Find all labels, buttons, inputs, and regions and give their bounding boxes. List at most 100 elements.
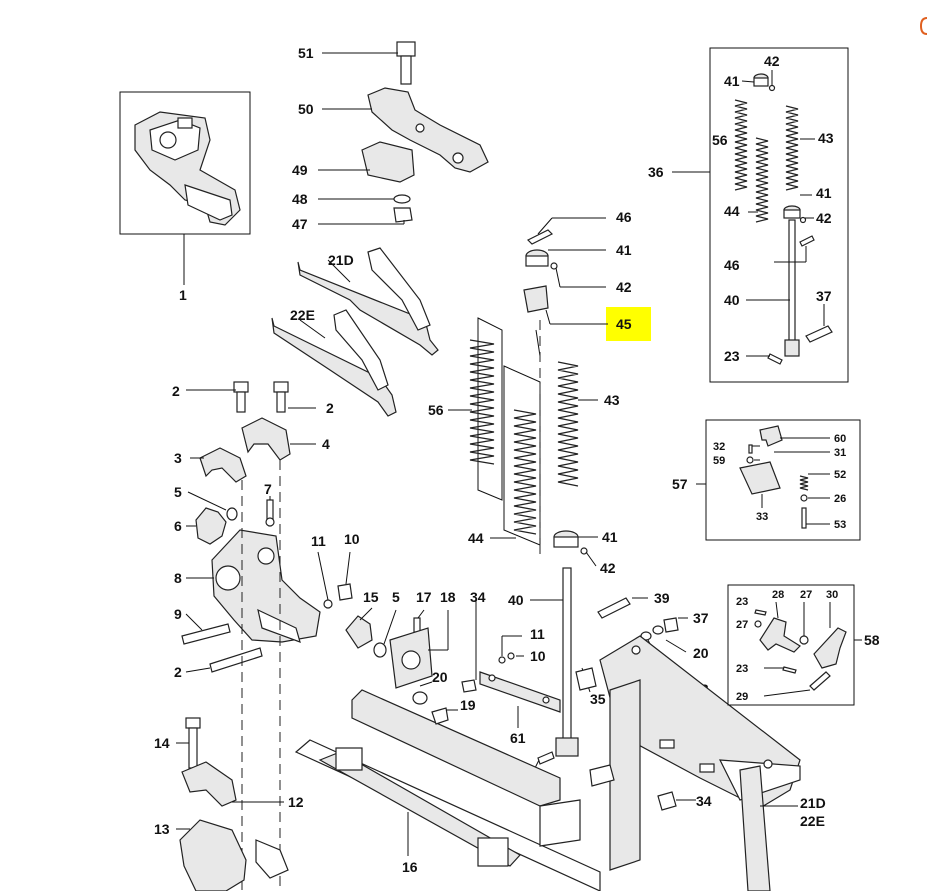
bolt-2-lower (209, 647, 263, 673)
pin-39 (597, 597, 631, 619)
callout-12: 12 (288, 794, 304, 810)
inset-latch-57: 57 32 60 59 31 52 26 33 53 (672, 419, 861, 541)
callout-37-inset: 37 (816, 288, 832, 304)
callout-35: 35 (590, 691, 606, 707)
callout-43-center: 43 (604, 392, 620, 408)
callout-21d-bottom: 21D (800, 795, 826, 811)
callout-50: 50 (298, 101, 314, 117)
callout-16: 16 (402, 859, 418, 875)
washer-20-right (652, 625, 664, 635)
bolt-19 (431, 707, 449, 725)
bracket-group-47-51: 51 50 49 48 47 (292, 41, 489, 232)
inset-lever-58: 58 23 28 27 30 27 23 29 (727, 584, 880, 706)
callout-15: 15 (363, 589, 379, 605)
clamp-12 (181, 761, 237, 807)
callout-9: 9 (174, 606, 182, 622)
spring-43 (557, 361, 579, 487)
callout-28: 28 (772, 589, 784, 601)
callout-41-inset-lower: 41 (816, 185, 832, 201)
center-springs-group: 46 41 42 45 56 43 44 41 42 40 (428, 209, 651, 757)
pin-23-inset-top (754, 609, 767, 616)
callout-13: 13 (154, 821, 170, 837)
washer-27-left (754, 620, 762, 628)
assembly-1-drawing (134, 111, 241, 226)
left-housing-group: 2 2 3 4 5 6 7 8 9 2 11 10 15 5 17 18 20 … (172, 381, 476, 725)
plate-61 (479, 671, 561, 713)
callout-41-center-top: 41 (616, 242, 632, 258)
callout-49: 49 (292, 162, 308, 178)
callout-2-top-right: 2 (326, 400, 334, 416)
pin-23-center (537, 751, 555, 765)
callout-40-center: 40 (508, 592, 524, 608)
callout-56-center: 56 (428, 402, 444, 418)
callout-23-inset: 23 (724, 348, 740, 364)
nut-10-center (507, 652, 515, 660)
washer-11-center (498, 656, 506, 664)
bolt-34-center (461, 679, 477, 693)
callout-47: 47 (292, 216, 308, 232)
callout-46-center: 46 (616, 209, 632, 225)
callout-42-inset-lower: 42 (816, 210, 832, 226)
housing-8 (211, 529, 321, 643)
callout-31: 31 (834, 447, 846, 459)
coupler-16-right (477, 837, 509, 867)
callout-32: 32 (713, 441, 725, 453)
frame-21d (297, 261, 439, 356)
bolt-9 (181, 623, 231, 645)
callout-41-inset-top: 41 (724, 73, 740, 89)
washer-11-left (323, 599, 333, 609)
callout-2-bottom: 2 (174, 664, 182, 680)
callout-23-inset-top: 23 (736, 596, 748, 608)
callout-11-center: 11 (530, 626, 545, 642)
bracket-50 (367, 87, 489, 173)
callout-44-inset: 44 (724, 203, 740, 219)
washer-5-mid (373, 642, 387, 658)
callout-57: 57 (672, 476, 688, 492)
pin-29 (809, 671, 831, 691)
callout-7: 7 (264, 481, 272, 497)
callout-22e-bottom: 22E (800, 813, 825, 829)
rod-40 (562, 567, 572, 741)
callout-5-left: 5 (174, 484, 182, 500)
gear-15 (345, 615, 373, 649)
callout-52: 52 (834, 469, 846, 481)
rod-40-clevis (555, 737, 579, 757)
frame-22e (271, 317, 397, 417)
lever-28 (759, 617, 801, 653)
clamp-13 (179, 819, 247, 891)
callout-48: 48 (292, 191, 308, 207)
callout-40-inset: 40 (724, 292, 740, 308)
bolt-34-base (657, 791, 677, 811)
clamp-4 (241, 417, 291, 461)
callout-59: 59 (713, 455, 725, 467)
callout-2-top-left: 2 (172, 383, 180, 399)
washer-59 (746, 456, 754, 464)
bolt-35 (575, 667, 597, 691)
pin-23-inset-mid (782, 666, 797, 674)
block-49 (361, 141, 415, 183)
callout-27-top: 27 (800, 589, 812, 601)
screw-42-top (550, 262, 558, 270)
washer-27-right (799, 635, 809, 645)
callout-6: 6 (174, 518, 182, 534)
callout-41-center-lower: 41 (602, 529, 618, 545)
callout-20-right: 20 (693, 645, 709, 661)
corner-mark (919, 17, 927, 35)
callout-1: 1 (179, 287, 187, 303)
callout-34-center: 34 (470, 589, 486, 605)
block-45 (523, 285, 549, 313)
callout-53: 53 (834, 519, 846, 531)
callout-51: 51 (298, 45, 314, 61)
callout-18: 18 (440, 589, 456, 605)
callout-33: 33 (756, 511, 768, 523)
nut-37-center (663, 617, 679, 633)
spring-56-inset (734, 99, 748, 191)
callout-10-left: 10 (344, 531, 360, 547)
pin-32 (748, 444, 753, 454)
callout-29: 29 (736, 691, 748, 703)
callout-19: 19 (460, 697, 476, 713)
callout-61: 61 (510, 730, 526, 746)
callout-22e-top: 22E (290, 307, 315, 323)
spring-43-inset (785, 105, 799, 191)
